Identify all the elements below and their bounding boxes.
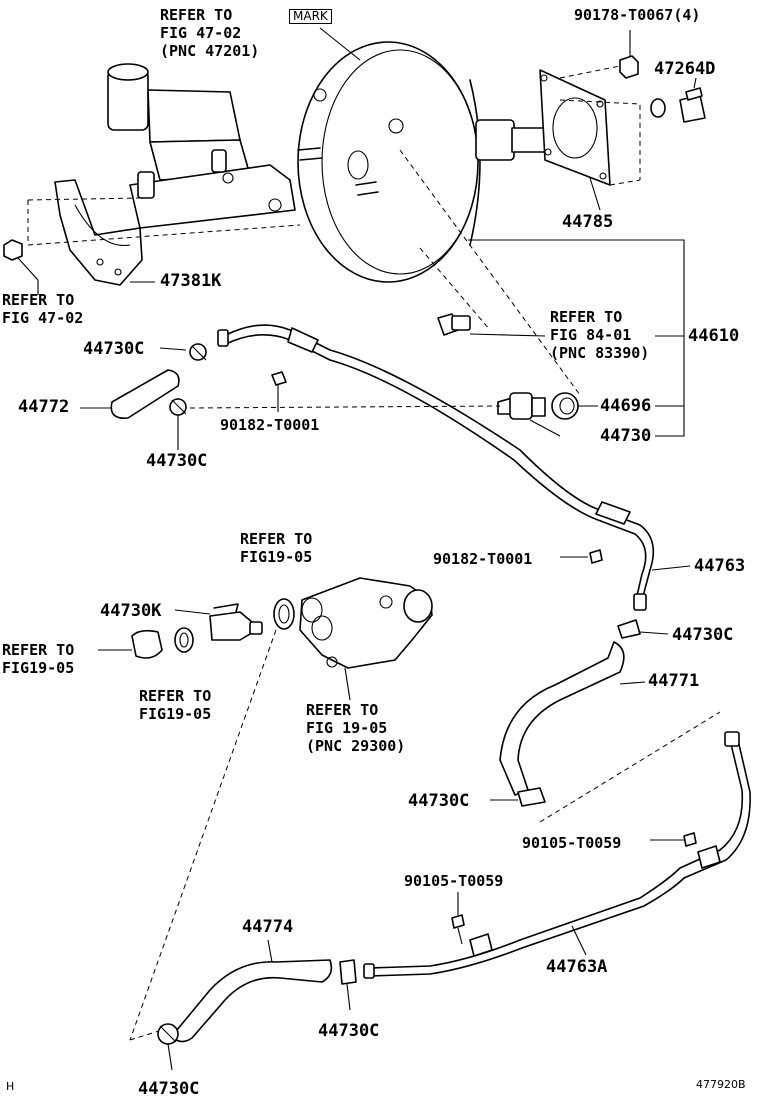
vacuum-sensor <box>437 313 546 337</box>
washer-47264 <box>650 98 666 118</box>
label-44771: 44771 <box>648 671 700 691</box>
grommet-90182-b <box>560 549 603 564</box>
clip-44730c-lower <box>490 787 546 807</box>
clip-44730c-bottom-mid <box>339 959 357 1011</box>
label-mark: MARK <box>289 9 332 24</box>
label-44730c-6: 44730C <box>138 1079 200 1099</box>
label-44730c-3: 44730C <box>672 625 734 645</box>
label-47381k: 47381K <box>160 271 222 291</box>
master-cylinder <box>107 63 296 229</box>
nut-90178 <box>619 30 639 79</box>
label-44610: 44610 <box>688 326 740 346</box>
fitting-44730k <box>174 603 263 641</box>
label-90105-t0059-b: 90105-T0059 <box>404 872 504 890</box>
clip-44730c-upper <box>159 343 207 361</box>
hose-44771 <box>499 641 646 796</box>
label-90105-t0059-a: 90105-T0059 <box>522 834 622 852</box>
gasket-44785 <box>539 69 611 211</box>
vacuum-pipe-44763a <box>363 731 751 979</box>
o-ring-pump <box>273 598 295 630</box>
label-refer-fig19-05-d: REFER TO FIG 19-05 (PNC 29300) <box>306 701 406 755</box>
clevis-47264d <box>679 77 706 123</box>
nut-left <box>3 239 39 295</box>
clip-44730c-right <box>617 619 669 639</box>
label-44730c-2: 44730C <box>146 451 208 471</box>
hose-44772 <box>80 369 180 419</box>
label-refer-fig19-05-a: REFER TO FIG19-05 <box>240 530 313 566</box>
label-refer-fig19-05-c: REFER TO FIG19-05 <box>139 687 212 723</box>
bracket-47381k <box>54 179 155 286</box>
label-90182-t0001-a: 90182-T0001 <box>220 416 320 434</box>
cap-left <box>131 629 163 659</box>
label-figure-code: 477920B <box>696 1078 746 1091</box>
label-refer-fig19-05-b: REFER TO FIG19-05 <box>2 641 75 677</box>
label-44696: 44696 <box>600 396 652 416</box>
vacuum-pipe-44763 <box>217 324 691 611</box>
label-44730c-1: 44730C <box>83 339 145 359</box>
label-refer-fig47-02-left: REFER TO FIG 47-02 <box>2 291 84 327</box>
label-90178-t0067: 90178-T0067(4) <box>574 6 701 24</box>
label-44785: 44785 <box>562 212 614 232</box>
label-refer-fig84-01: REFER TO FIG 84-01 (PNC 83390) <box>550 308 650 362</box>
label-44763a: 44763A <box>546 957 608 977</box>
label-44730c-5: 44730C <box>318 1021 380 1041</box>
o-ring-left <box>174 627 194 653</box>
label-refer-fig47-02-top: REFER TO FIG 47-02 (PNC 47201) <box>160 6 260 60</box>
brake-booster <box>297 27 561 283</box>
label-44763: 44763 <box>694 556 746 576</box>
grommet-90182-a <box>271 371 287 412</box>
clip-44730c-mid <box>169 398 187 450</box>
label-corner-mark: H <box>6 1080 15 1093</box>
label-44774: 44774 <box>242 917 294 937</box>
label-44730c-4: 44730C <box>408 791 470 811</box>
label-47264d: 47264D <box>654 59 716 79</box>
check-valve <box>497 392 561 437</box>
label-44772: 44772 <box>18 397 70 417</box>
label-90182-t0001-b: 90182-T0001 <box>433 550 533 568</box>
bolt-90105-a <box>650 832 697 847</box>
vacuum-pump <box>299 577 433 701</box>
label-44730k: 44730K <box>100 601 162 621</box>
hose-44774 <box>171 939 333 1043</box>
grommet-44696 <box>551 392 598 420</box>
bolt-90105-b <box>451 892 465 945</box>
clip-44730c-bottom-left <box>157 1023 179 1071</box>
label-44730: 44730 <box>600 426 652 446</box>
